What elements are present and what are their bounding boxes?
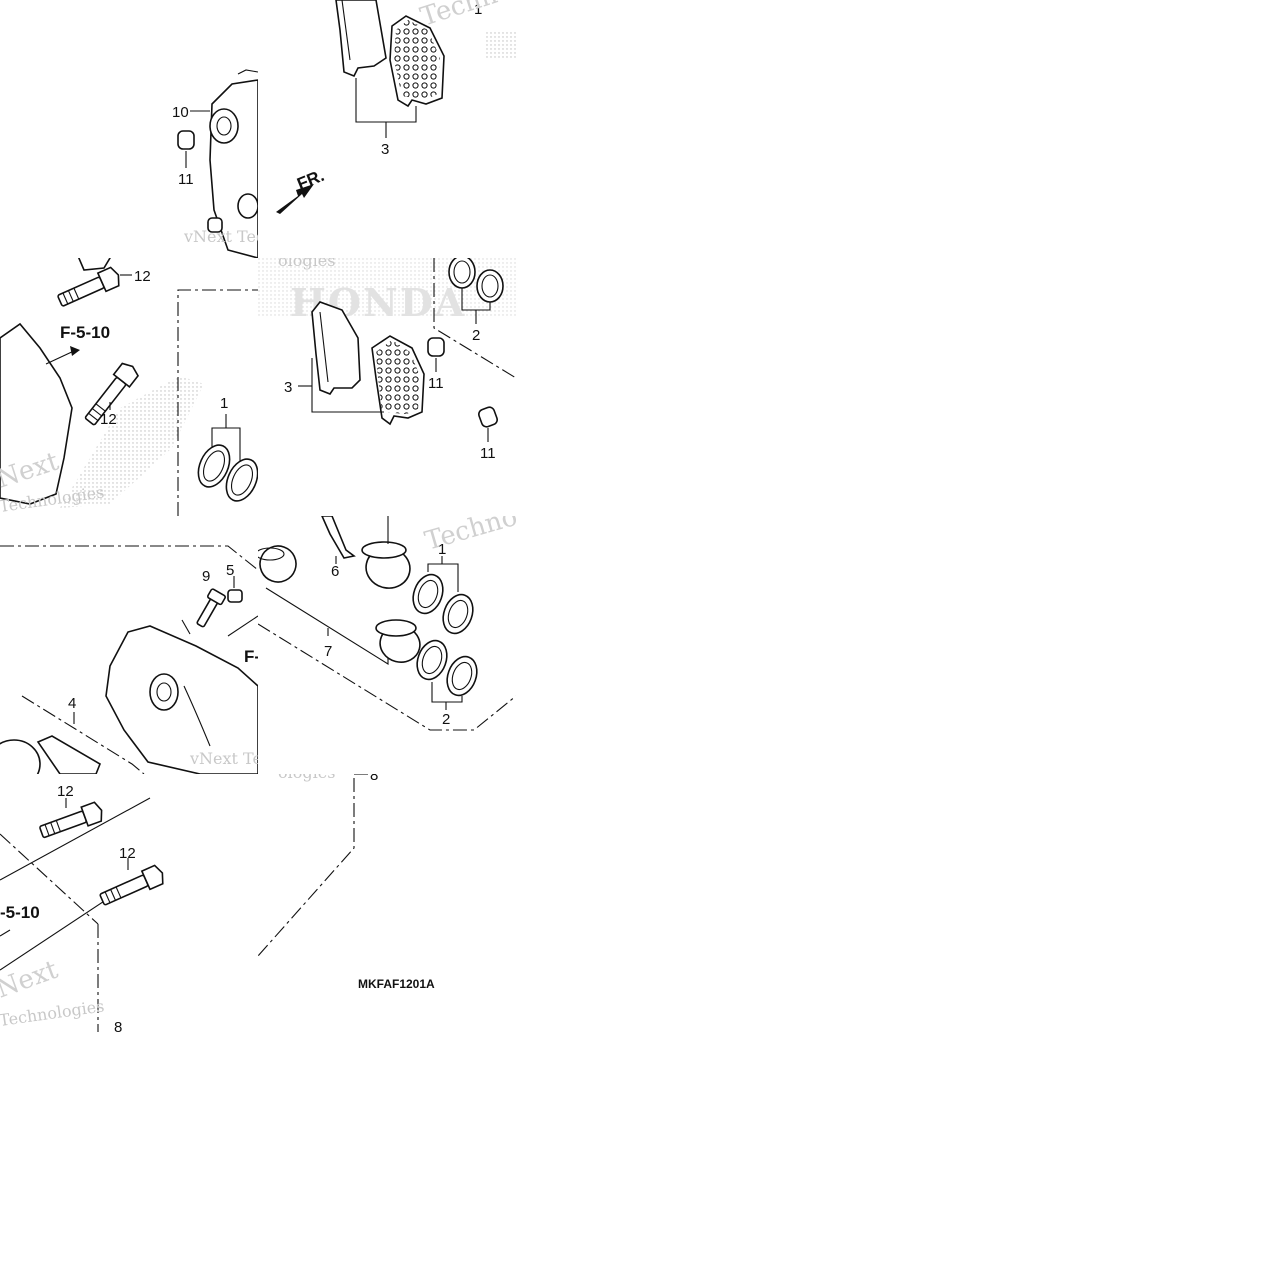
bolt-bottom-upper <box>39 801 103 839</box>
caliper-body-lower <box>105 625 258 774</box>
tile-caliper-lower: 9 5 F- 4 vNext Tec <box>0 516 258 774</box>
label-9: 9 <box>202 568 210 585</box>
tile-pistons-lower: Techno 6 7 <box>258 516 516 774</box>
pad-spring <box>36 735 101 774</box>
label-3-middle: 3 <box>284 379 292 396</box>
bolt-upper <box>57 266 120 307</box>
front-arrow-icon <box>276 184 314 214</box>
brake-pad-inner <box>335 0 387 78</box>
caliper-port <box>149 673 179 711</box>
collar-2 <box>427 337 445 357</box>
label-1-middle: 1 <box>220 395 228 412</box>
label-3: 3 <box>381 141 389 158</box>
watermark-ext-bottom: Next <box>0 955 62 1005</box>
seal-ring-b <box>416 639 448 681</box>
bleeder-cap <box>227 589 243 603</box>
watermark-vnext: vNext Tec <box>183 227 258 246</box>
label-6: 6 <box>331 563 339 580</box>
label-4: 4 <box>68 695 76 712</box>
label-12-upper: 12 <box>134 268 151 285</box>
brake-pad-inner-2 <box>311 301 361 395</box>
label-11: 11 <box>178 171 194 188</box>
tile-pads-middle: HONDA ologies 2 3 11 11 <box>258 258 516 516</box>
tile-bolts-bottom: 12 12 -5-10 Next Technologies 8 <box>0 774 258 1032</box>
label-8-bottom: 8 <box>114 1019 122 1032</box>
watermark-techno: Techno <box>422 516 516 557</box>
collar-3 <box>478 406 498 428</box>
reference-f510-partial: -5-10 <box>0 903 40 922</box>
caliper-bore <box>209 108 239 144</box>
piston-partial <box>0 739 41 774</box>
label-2-lower: 2 <box>442 711 450 728</box>
label-10: 10 <box>172 104 189 121</box>
reference-f510: F-5-10 <box>60 323 110 342</box>
watermark-techn: Techn <box>417 0 501 33</box>
piston-left <box>258 545 297 583</box>
diagram-code: MKFAF1201A <box>358 977 435 991</box>
label-12-bottom-upper: 12 <box>57 783 74 800</box>
bleeder-valve <box>196 588 226 628</box>
label-12-lower: 12 <box>100 411 117 428</box>
tile-pads-top: 3 1 Techn FR. <box>258 0 516 258</box>
tile-caliper-top: 10 11 vNext Tec <box>0 0 258 258</box>
seal-ring <box>197 444 231 488</box>
label-1-lower: 1 <box>438 541 446 558</box>
bolt-lower <box>84 362 140 426</box>
label-12-bottom-lower: 12 <box>119 845 136 862</box>
collar <box>177 130 195 150</box>
tile-code-bottom: ologies 8 MKFAF1201A <box>258 774 516 1032</box>
watermark-ologies-bottom: ologies <box>278 774 335 782</box>
front-direction: FR. <box>294 166 327 194</box>
watermark-next-lower: vNext Tec <box>189 749 258 768</box>
piston-lower <box>375 619 421 663</box>
label-1: 1 <box>474 1 482 18</box>
label-5: 5 <box>226 562 234 579</box>
pad-retainer <box>321 516 356 559</box>
label-11-middle: 11 <box>428 375 444 392</box>
reference-f-partial: F- <box>244 647 258 666</box>
watermark-ologies: ologies <box>278 258 335 270</box>
caliper-body-left <box>0 322 73 505</box>
piston-upper <box>361 541 411 589</box>
tile-bolts-middle: 12 F-5-10 12 1 Next Technologies <box>0 258 258 516</box>
label-8: 8 <box>370 774 378 784</box>
seal-ring-a <box>412 573 444 615</box>
watermark-technologies-bottom: Technologies <box>0 996 105 1030</box>
label-11-lower: 11 <box>480 445 496 462</box>
label-7: 7 <box>324 643 332 660</box>
bolt-bottom-lower <box>99 864 164 906</box>
label-2-middle: 2 <box>472 327 480 344</box>
